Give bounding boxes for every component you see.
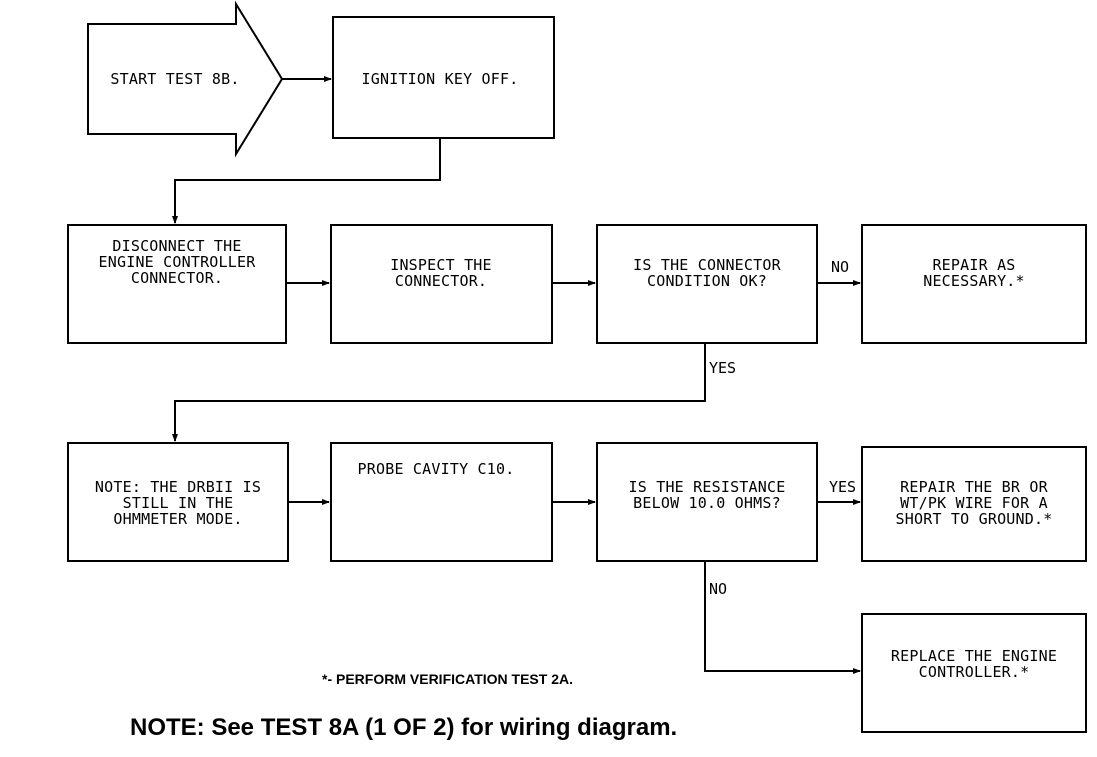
disconnect-node [67,224,287,344]
disconnect-node-text-line: ENGINE CONTROLLER [99,253,257,271]
disconnect-node-text-line: CONNECTOR. [131,269,223,287]
ignition-node [332,16,555,139]
note-drbii-text-line: OHMMETER MODE. [113,510,242,528]
replace-node [861,613,1087,733]
probe-node-text: PROBE CAVITY C10. [358,460,515,478]
start-node-shape [87,0,284,158]
wiring-diagram-note: NOTE: See TEST 8A (1 OF 2) for wiring di… [130,714,678,741]
disconnect-node-text-line: DISCONNECT THE [112,237,241,255]
verification-footnote: *- PERFORM VERIFICATION TEST 2A. [322,671,573,687]
resistance-text-line: IS THE RESISTANCE [629,478,786,496]
label-no-connector: NO [831,258,849,276]
label-no-resistance: NO [709,580,727,598]
note-drbii-text-line: NOTE: THE DRBII IS [95,478,261,496]
label-yes-connector: YES [709,359,736,377]
label-yes-resistance: YES [829,478,856,496]
connector-ok-text-line: IS THE CONNECTOR [633,256,781,274]
repair-wire-text-line: WT/PK WIRE FOR A [900,494,1048,512]
edge-connector-ok-yes [172,343,706,442]
inspect-node-text-line: INSPECT THE [390,256,492,274]
repair-necessary-text-line: REPAIR AS [932,256,1015,274]
probe-node-text-line: PROBE CAVITY C10. [358,460,515,478]
replace-node-text-line: REPLACE THE ENGINE [891,647,1057,665]
start-node-text: START TEST 8B. [110,70,239,88]
connector-ok-text-line: CONDITION OK? [647,272,767,290]
replace-node-text-line: CONTROLLER.* [919,663,1030,681]
start-node-text-line: START TEST 8B. [110,70,239,88]
ignition-node-text-line: IGNITION KEY OFF. [362,70,519,88]
note-drbii-text-line: STILL IN THE [123,494,234,512]
ignition-node-text: IGNITION KEY OFF. [362,70,519,88]
edge-resistance-no [704,561,861,674]
repair-wire-text-line: REPAIR THE BR OR [900,478,1048,496]
resistance-decision [596,442,818,562]
edge-ignition-to-disconnect [172,138,441,224]
probe-node [330,442,553,562]
repair-wire-node [861,446,1087,562]
connector-ok-decision [596,224,818,344]
repair-wire-text-line: SHORT TO GROUND.* [896,510,1053,528]
inspect-node-text-line: CONNECTOR. [395,272,487,290]
repair-necessary-text-line: NECESSARY.* [923,272,1025,290]
resistance-text-line: BELOW 10.0 OHMS? [633,494,781,512]
repair-necessary-node [861,224,1087,344]
inspect-node [330,224,553,344]
